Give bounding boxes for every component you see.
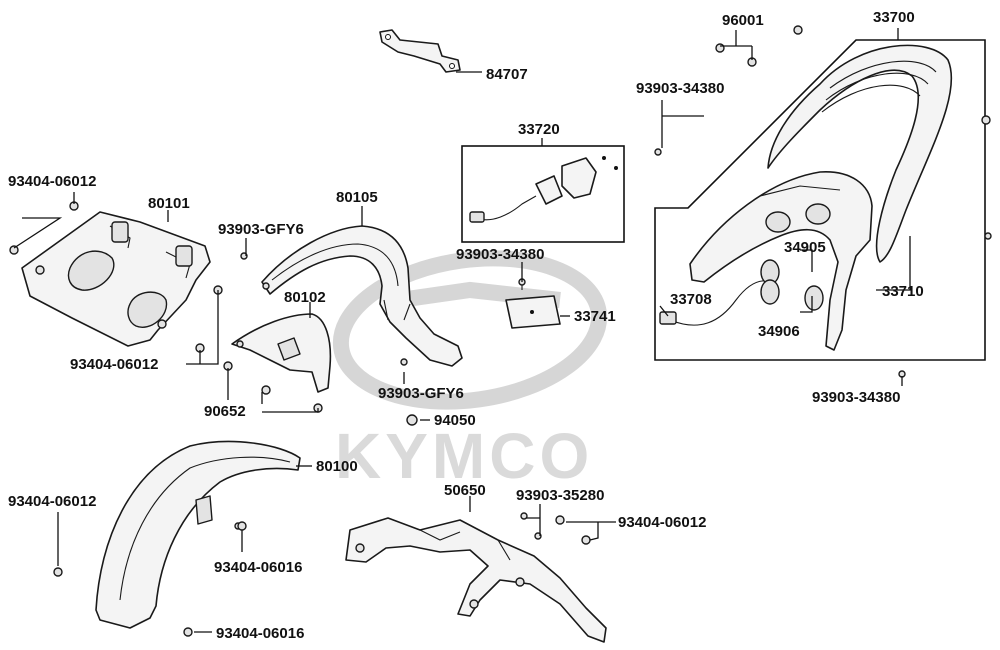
label-80100: 80100 xyxy=(316,458,358,475)
watermark-brand: KYMCO xyxy=(335,420,593,492)
label-33700: 33700 xyxy=(873,9,915,26)
label-84707: 84707 xyxy=(486,66,528,83)
label-50650: 50650 xyxy=(444,482,486,499)
label-93903-35280: 93903-35280 xyxy=(516,487,604,504)
label-93903-gfy6-a: 93903-GFY6 xyxy=(218,221,304,238)
label-93903-34380-top: 93903-34380 xyxy=(636,80,724,97)
label-90652: 90652 xyxy=(204,403,246,420)
part-33720-assembly xyxy=(461,145,625,243)
label-94050: 94050 xyxy=(434,412,476,429)
kymco-watermark: KYMCO xyxy=(332,250,608,492)
label-34905: 34905 xyxy=(784,239,826,256)
label-93903-gfy6-b: 93903-GFY6 xyxy=(378,385,464,402)
part-80102-bracket xyxy=(231,313,332,393)
part-50650-bracket xyxy=(345,517,607,643)
label-33720: 33720 xyxy=(518,121,560,138)
part-80100-fender xyxy=(95,440,301,629)
label-80102: 80102 xyxy=(284,289,326,306)
leader-lines xyxy=(13,28,911,633)
part-80105-frame xyxy=(261,225,463,367)
part-84707-bracket xyxy=(379,29,461,73)
label-80101: 80101 xyxy=(148,195,190,212)
label-93404-06016-b: 93404-06016 xyxy=(216,625,304,642)
part-33708-wiring xyxy=(659,259,824,326)
part-labels: 96001 33700 84707 93903-34380 33720 9340… xyxy=(8,9,924,642)
label-33710: 33710 xyxy=(882,283,924,300)
part-33700-taillight xyxy=(767,44,953,263)
label-33741: 33741 xyxy=(574,308,616,325)
part-33710-group-frame xyxy=(654,39,986,361)
label-96001: 96001 xyxy=(722,12,764,29)
label-93903-34380-bot: 93903-34380 xyxy=(812,389,900,406)
part-33741-plate xyxy=(505,278,561,329)
part-33710-housing xyxy=(689,171,873,351)
label-93404-06012-b: 93404-06012 xyxy=(70,356,158,373)
label-93404-06012-c: 93404-06012 xyxy=(8,493,96,510)
label-34906: 34906 xyxy=(758,323,800,340)
label-93903-34380-mid: 93903-34380 xyxy=(456,246,544,263)
label-93404-06012-d: 93404-06012 xyxy=(618,514,706,531)
label-33708: 33708 xyxy=(670,291,712,308)
label-93404-06012-a: 93404-06012 xyxy=(8,173,96,190)
part-80101-plate xyxy=(21,211,211,347)
label-80105: 80105 xyxy=(336,189,378,206)
label-93404-06016-a: 93404-06016 xyxy=(214,559,302,576)
